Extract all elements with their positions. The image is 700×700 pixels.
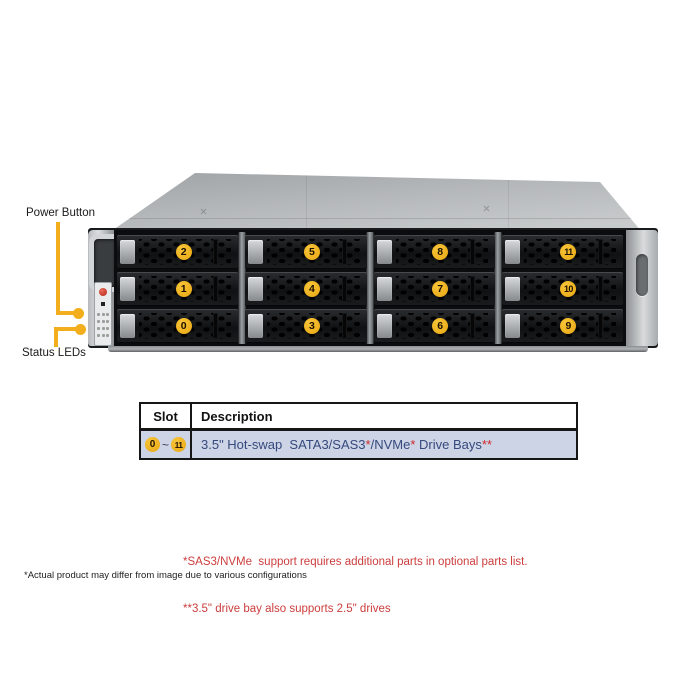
status-leds-callout-dot	[75, 324, 86, 335]
right-handle	[636, 254, 648, 296]
power-button-callout-dot	[73, 308, 84, 319]
tray-release	[341, 239, 347, 265]
tray-latch	[504, 314, 520, 338]
drive-number-badge: 5	[303, 244, 320, 260]
drive-number-badge: 8	[432, 244, 449, 260]
drive-tray-grid: 2 5 8 11 1 4 7 10 0 3 6 9	[117, 235, 623, 343]
tray-latch	[120, 240, 135, 264]
tray-latch	[376, 277, 392, 301]
drive-number-badge: 1	[175, 281, 192, 297]
tray-release	[469, 239, 475, 265]
table-header-description: Description	[201, 408, 273, 424]
drive-tray-3: 3	[245, 309, 367, 343]
disclaimer-footnote: *Actual product may differ from image du…	[24, 570, 307, 581]
bay-rail	[366, 232, 374, 344]
description-text: /NVMe	[370, 437, 411, 452]
bay-rail	[238, 232, 246, 344]
status-led-row	[97, 334, 109, 337]
spec-table: Slot Description 0 ~ 11 3.5" Hot-swap SA…	[139, 402, 578, 460]
drive-number-badge: 4	[303, 281, 320, 297]
tray-latch	[376, 240, 392, 264]
drive-tray-0: 0	[117, 309, 239, 343]
drive-tray-5: 5	[245, 235, 367, 269]
tray-latch	[248, 240, 264, 264]
tray-latch	[504, 240, 520, 264]
status-leds-leader-vertical	[54, 331, 58, 347]
drive-number-badge: 10	[560, 281, 577, 297]
lid-seam	[306, 174, 307, 230]
tray-latch	[248, 277, 264, 301]
drive-number-badge: 0	[175, 318, 192, 334]
asterisk: *	[410, 437, 416, 452]
description-text: Drive Bays	[415, 437, 482, 452]
tray-release	[213, 276, 219, 302]
red-footnotes: *SAS3/NVMe support requires additional p…	[183, 524, 528, 648]
drive-number-badge: 7	[432, 281, 449, 297]
drive-tray-4: 4	[245, 272, 367, 306]
tray-latch	[376, 314, 392, 338]
drive-number-badge: 11	[560, 244, 577, 260]
table-header-slot: Slot	[141, 404, 192, 428]
table-cell-slot: 0 ~ 11	[141, 431, 192, 458]
power-button-leader-vertical	[56, 222, 60, 311]
drive-tray-10: 10	[501, 272, 623, 306]
status-led-row	[97, 320, 109, 323]
tray-latch	[248, 314, 264, 338]
drive-tray-2: 2	[117, 235, 239, 269]
tray-release	[598, 313, 603, 339]
lid-seam	[508, 178, 509, 230]
drive-tray-6: 6	[373, 309, 495, 343]
tray-release	[469, 276, 475, 302]
power-button-icon	[99, 288, 107, 296]
status-led-row	[97, 327, 109, 330]
drive-tray-11: 11	[501, 235, 623, 269]
table-data-row: 0 ~ 11 3.5" Hot-swap SATA3/SAS3*/NVMe* D…	[141, 431, 576, 458]
drive-number-badge: 3	[303, 318, 320, 334]
lid-seam	[118, 218, 642, 219]
drive-tray-1: 1	[117, 272, 239, 306]
tray-release	[213, 313, 219, 339]
reset-button-icon	[101, 302, 105, 306]
table-header-row: Slot Description	[141, 404, 576, 431]
tray-latch	[120, 277, 135, 301]
red-footnote-1: *SAS3/NVMe support requires additional p…	[183, 556, 528, 568]
slot-range-separator: ~	[161, 437, 169, 452]
slot-start-badge: 0	[144, 437, 160, 452]
tray-release	[341, 313, 347, 339]
description-text: 3.5" Hot-swap SATA3/SAS3	[201, 437, 366, 452]
lid-latch-mark	[483, 205, 490, 212]
chassis-bottom-lip	[108, 346, 648, 352]
red-footnote-2: **3.5" drive bay also supports 2.5" driv…	[183, 602, 391, 615]
drive-bay-area: 2 5 8 11 1 4 7 10 0 3 6 9	[114, 230, 626, 346]
tray-release	[469, 313, 475, 339]
tray-latch	[120, 314, 135, 338]
status-led-row	[97, 313, 109, 316]
asterisk: **	[481, 437, 492, 452]
tray-release	[213, 239, 219, 265]
server-chassis: 2 5 8 11 1 4 7 10 0 3 6 9	[88, 170, 658, 354]
bay-rail	[494, 232, 502, 344]
drive-tray-7: 7	[373, 272, 495, 306]
tray-release	[598, 239, 603, 265]
power-button-label: Power Button	[26, 207, 96, 219]
asterisk: *	[365, 437, 371, 452]
power-button-leader-horizontal	[56, 311, 76, 315]
chassis-top-cover	[110, 173, 642, 232]
tray-latch	[504, 277, 520, 301]
status-leds-label: Status LEDs	[22, 347, 86, 359]
drive-number-badge: 2	[175, 244, 192, 260]
drive-tray-8: 8	[373, 235, 495, 269]
control-panel	[94, 282, 112, 346]
tray-release	[341, 276, 347, 302]
drive-number-badge: 6	[432, 318, 449, 334]
table-cell-description: 3.5" Hot-swap SATA3/SAS3*/NVMe* Drive Ba…	[192, 431, 576, 458]
drive-tray-9: 9	[501, 309, 623, 343]
status-leds-leader-horizontal	[54, 327, 76, 331]
lid-latch-mark	[200, 208, 207, 215]
tray-release	[598, 276, 603, 302]
drive-number-badge: 9	[560, 318, 577, 334]
slot-end-badge: 11	[171, 437, 186, 452]
